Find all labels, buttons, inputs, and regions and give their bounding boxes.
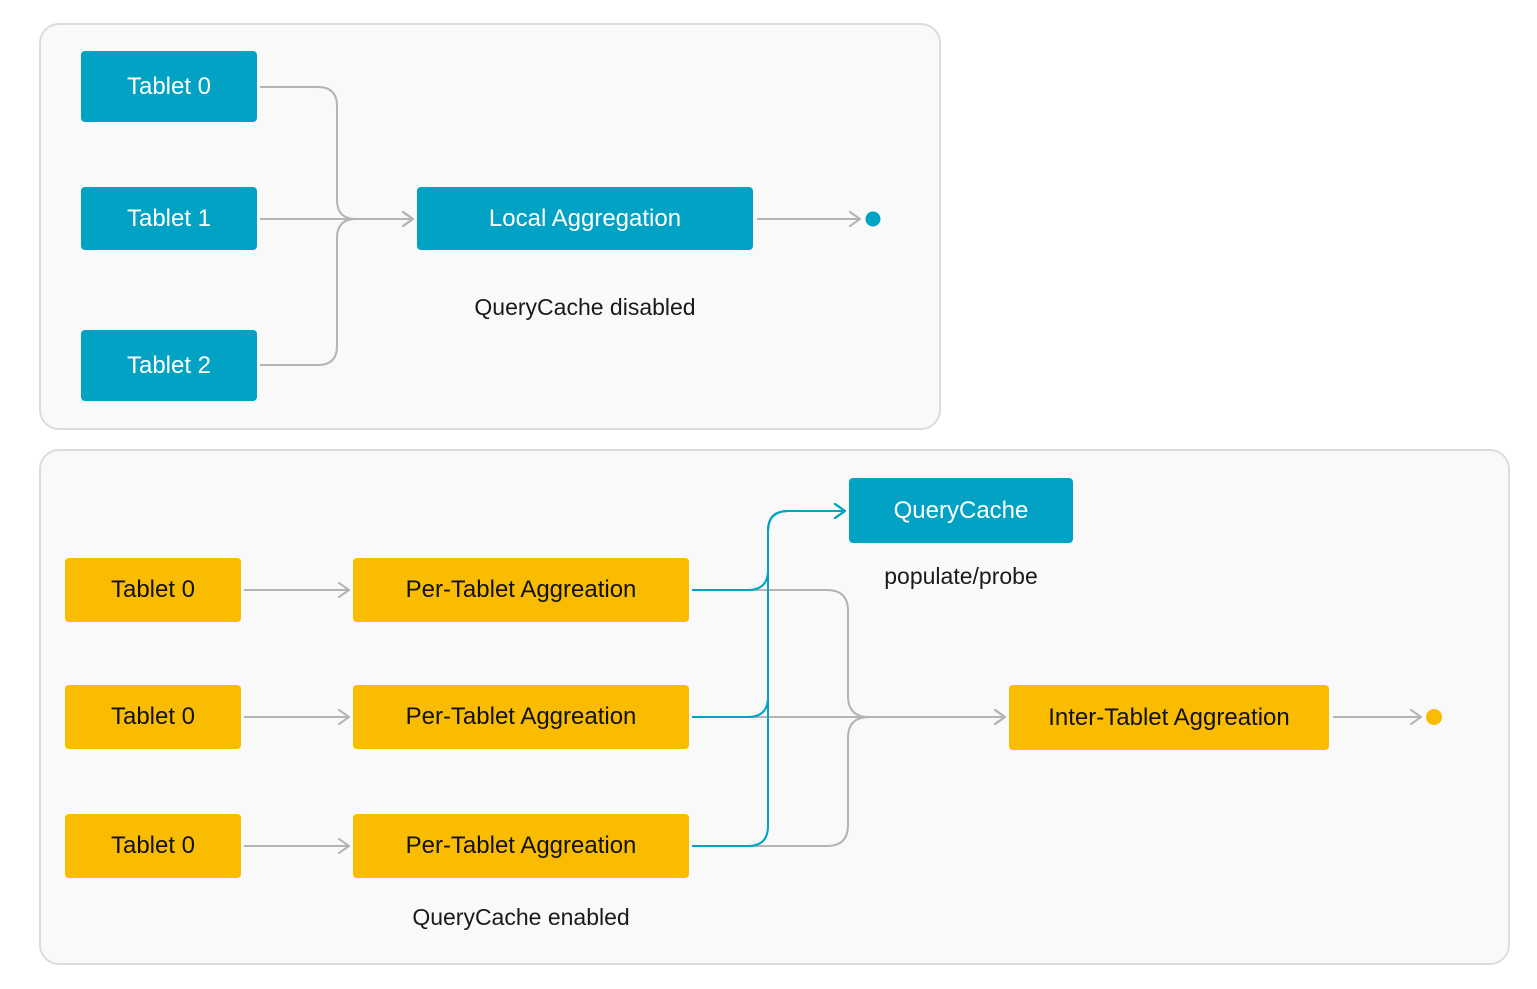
tablet-2-label: Tablet 2	[126, 351, 212, 379]
local-aggregation-label: Local Aggregation	[488, 204, 682, 232]
per-tablet-aggregation-node-a: Per-Tablet Aggreation	[353, 558, 689, 622]
edge-tablet0-to-local-aggregation	[260, 86, 414, 227]
querycache-label: QueryCache	[893, 496, 1029, 524]
tablet-label-c: Tablet 0	[110, 832, 196, 859]
tablet-node-b: Tablet 0	[65, 685, 241, 749]
output-dot-yellow	[1426, 709, 1442, 725]
edge-per-tablet-c-to-querycache	[692, 503, 846, 847]
querycache-node: QueryCache	[849, 478, 1073, 543]
querycache-disabled-caption: QueryCache disabled	[474, 294, 696, 320]
tablet-0-label: Tablet 0	[126, 72, 212, 100]
tablet-0-node: Tablet 0	[81, 51, 257, 122]
edge-tablet2-to-local-aggregation	[260, 211, 414, 366]
per-tablet-aggregation-node-c: Per-Tablet Aggreation	[353, 814, 689, 878]
inter-tablet-aggregation-label: Inter-Tablet Aggreation	[1048, 703, 1290, 731]
tablet-1-node: Tablet 1	[81, 187, 257, 250]
tablet-1-label: Tablet 1	[126, 204, 212, 232]
querycache-enabled-caption: QueryCache enabled	[412, 904, 630, 930]
local-aggregation-node: Local Aggregation	[417, 187, 753, 250]
tablet-label-a: Tablet 0	[110, 576, 196, 603]
inter-tablet-aggregation-node: Inter-Tablet Aggreation	[1009, 685, 1329, 750]
tablet-2-node: Tablet 2	[81, 330, 257, 401]
per-tablet-aggregation-label-a: Per-Tablet Aggreation	[405, 576, 637, 603]
edge-per-tablet-c-to-inter-tablet	[692, 709, 1006, 847]
output-dot-blue	[865, 211, 881, 227]
per-tablet-aggregation-label-c: Per-Tablet Aggreation	[405, 832, 637, 859]
edge-per-tablet-a-to-inter-tablet	[692, 589, 1006, 725]
tablet-node-a: Tablet 0	[65, 558, 241, 622]
tablet-node-c: Tablet 0	[65, 814, 241, 878]
populate-probe-caption: populate/probe	[884, 563, 1038, 589]
per-tablet-aggregation-node-b: Per-Tablet Aggreation	[353, 685, 689, 749]
per-tablet-aggregation-label-b: Per-Tablet Aggreation	[405, 703, 637, 730]
tablet-label-b: Tablet 0	[110, 703, 196, 730]
